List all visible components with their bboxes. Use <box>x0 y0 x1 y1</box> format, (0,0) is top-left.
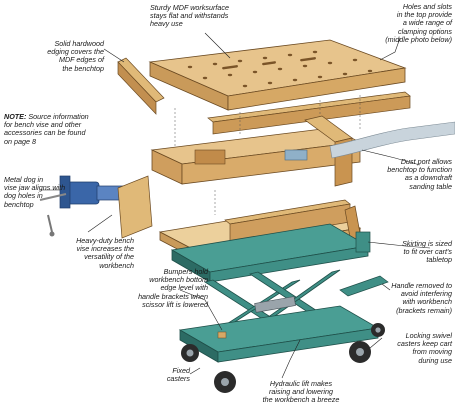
mdf-benchtop <box>148 39 407 111</box>
bench-vise-callout: Heavy-duty bench vise increases the vers… <box>76 236 134 270</box>
vise-jaw-callout: Metal dog in vise jaw aligns with dog ho… <box>4 175 66 209</box>
scissor-lift-cart <box>170 223 389 363</box>
vise-icon <box>39 175 153 239</box>
dust-port-callout: Dust port allows benchtop to function as… <box>387 157 452 191</box>
note-text: Source information for bench vise and ot… <box>4 112 89 146</box>
hardwood-edging <box>117 57 411 135</box>
hydraulic-callout: Hydraulic lift makes raising and lowerin… <box>262 379 340 405</box>
skirting-callout: Skirting is sized to fit over cart's tab… <box>402 239 452 265</box>
locking-casters-callout: Locking swivel casters keep cart from mo… <box>397 331 452 365</box>
fixed-casters-callout: Fixed casters <box>166 366 190 384</box>
edging-callout: Solid hardwood edging covers the MDF edg… <box>47 39 104 73</box>
holes-slots-callout: Holes and slots in the top provide a wid… <box>385 2 452 44</box>
dust-hose-icon <box>284 121 455 161</box>
bumpers-callout: Bumpers hold workbench bottom edge level… <box>138 267 208 309</box>
note-callout: NOTE: Source information for bench vise … <box>4 112 114 146</box>
caster-icon <box>181 323 385 393</box>
leader-lines <box>40 32 431 379</box>
worksurface-callout: Sturdy MDF worksurface stays flat and wi… <box>150 3 229 29</box>
note-label: NOTE: <box>4 112 27 121</box>
handle-callout: Handle removed to avoid interfering with… <box>391 281 452 315</box>
